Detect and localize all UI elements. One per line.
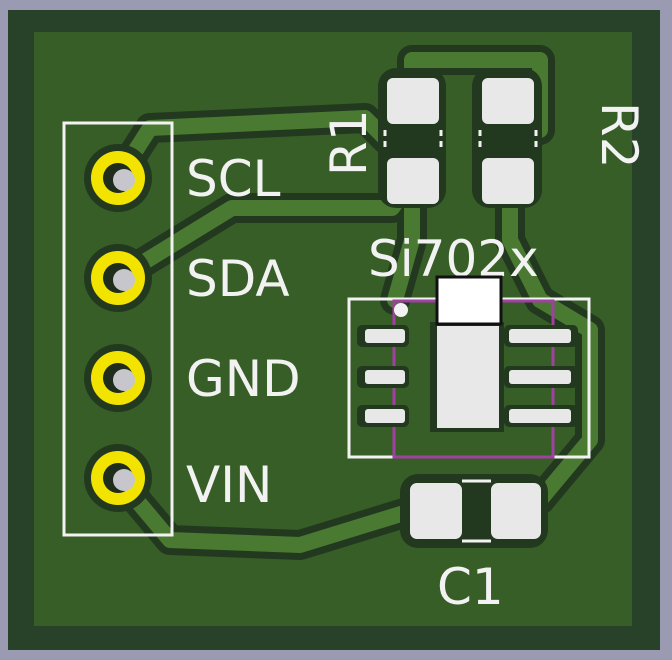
thermal-pad: [437, 326, 499, 428]
pin-label-vin: VIN: [186, 456, 272, 514]
sensor-cover-marker: [435, 275, 503, 326]
c1-label: C1: [437, 558, 504, 616]
header-pad-gnd: [84, 344, 152, 412]
sensor-ic-si702x: [347, 275, 591, 459]
pin-label-scl: SCL: [186, 150, 281, 208]
header-outline: [62, 121, 174, 537]
pin-label-gnd: GND: [186, 350, 301, 408]
resistor-r1: [378, 68, 446, 208]
pin-label-sda: SDA: [186, 250, 290, 308]
r1-label: R1: [320, 109, 378, 176]
header-pad-vin: [84, 444, 152, 512]
pin1-marker-icon: [394, 303, 408, 317]
resistor-r2: [472, 68, 542, 208]
header-pad-sda: [84, 244, 152, 312]
r2-label: R2: [590, 102, 648, 169]
header-pad-scl: [84, 144, 152, 212]
capacitor-c1: [400, 474, 548, 548]
